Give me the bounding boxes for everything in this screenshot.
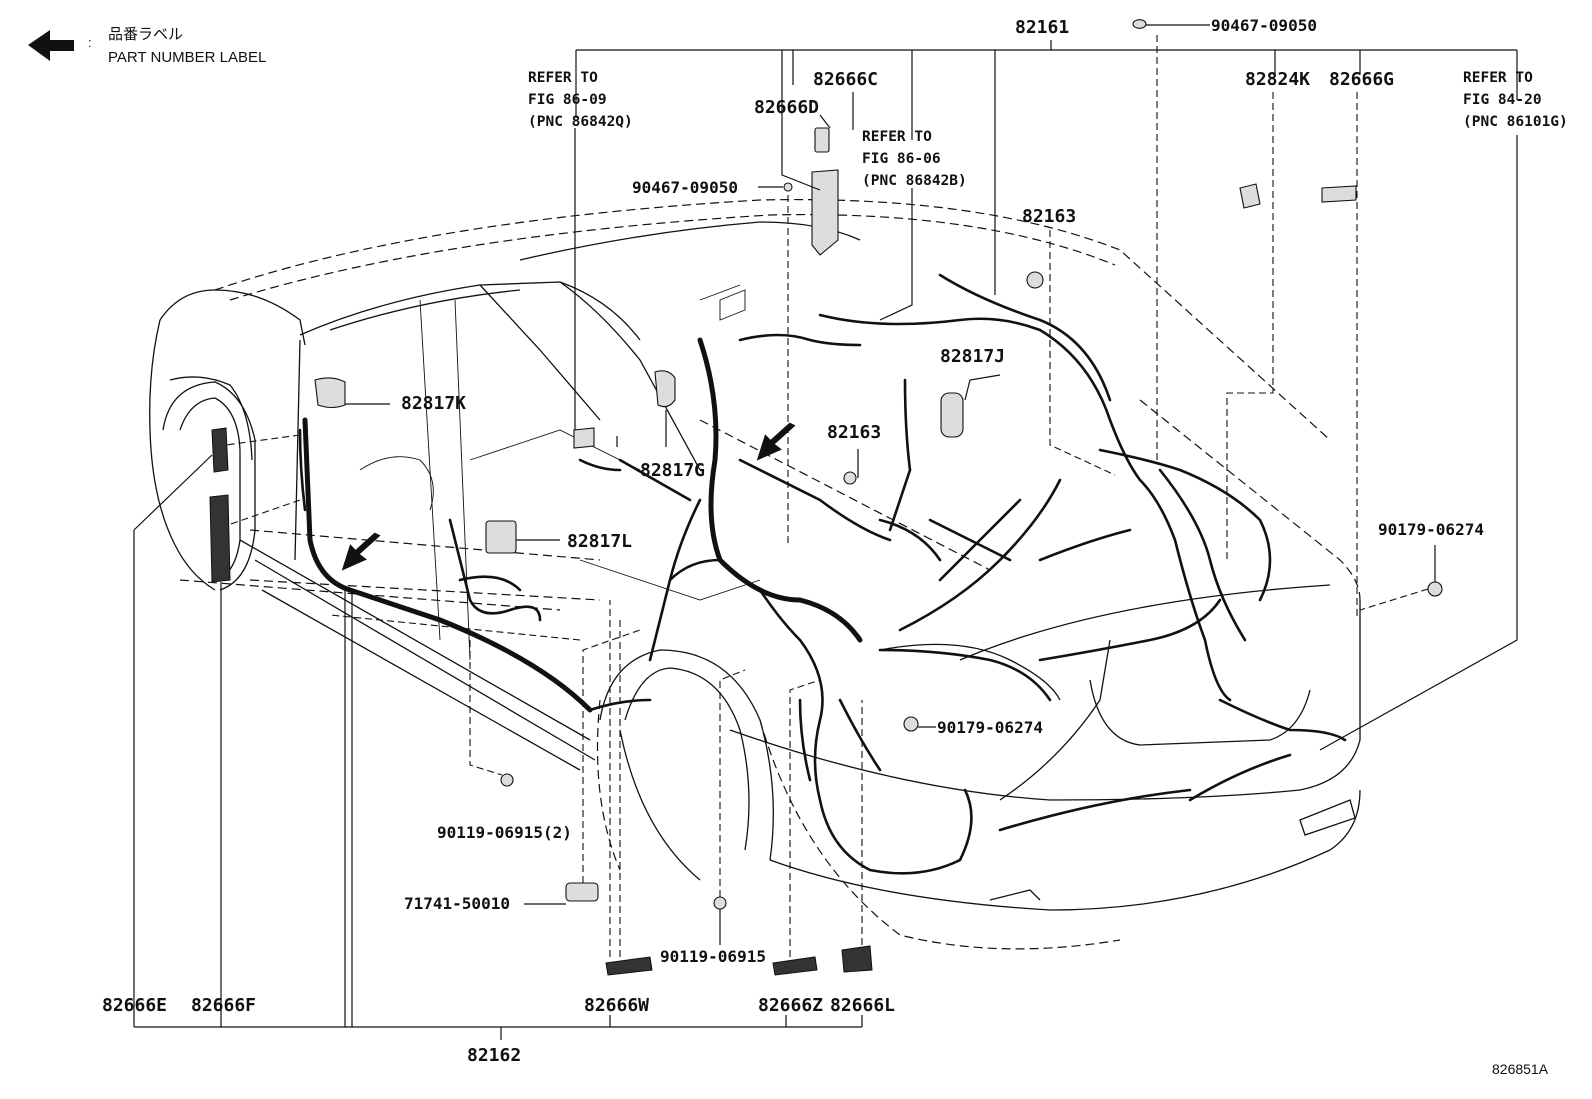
bracket-icon (605, 956, 653, 976)
label-82817G: 82817G (640, 460, 705, 481)
label-82666W: 82666W (584, 995, 649, 1016)
protector-icon (654, 370, 676, 408)
label-82666C: 82666C (813, 69, 878, 90)
pad-icon (565, 882, 599, 902)
svg-text:REFER TO: REFER TO (862, 129, 932, 145)
label-82162: 82162 (467, 1045, 521, 1066)
bracket-icon (211, 427, 229, 473)
junction-block-icon (811, 169, 839, 256)
arrow-down-left-icon (341, 532, 381, 571)
refer-note-left: REFER TO FIG 86-09 (PNC 86842Q) (528, 70, 633, 130)
label-82824K: 82824K (1245, 69, 1310, 90)
svg-text:(PNC 86101G): (PNC 86101G) (1463, 114, 1568, 130)
svg-text:REFER TO: REFER TO (1463, 70, 1533, 86)
label-82817L: 82817L (567, 531, 632, 552)
label-90119-06915-2: 90119-06915(2) (437, 823, 572, 842)
grommet-icon (843, 471, 857, 485)
wire-harness-main-floor (578, 333, 973, 875)
label-82817K: 82817K (401, 393, 466, 414)
label-82163-mid: 82163 (827, 422, 881, 443)
arrow-down-left-icon (756, 422, 796, 461)
svg-text:(PNC 86842B): (PNC 86842B) (862, 173, 967, 189)
legend: : 品番ラベル PART NUMBER LABEL (28, 26, 266, 66)
bracket-icon (841, 945, 873, 973)
part-labels: 82161 90467-09050 82666C 82666D 90467-09… (102, 16, 1484, 1066)
svg-text:(PNC 86842Q): (PNC 86842Q) (528, 114, 633, 130)
connector-icon (814, 127, 830, 153)
legend-label-en: PART NUMBER LABEL (108, 49, 266, 66)
label-71741-50010: 71741-50010 (404, 894, 510, 913)
clip-icon (783, 182, 793, 192)
label-90467-09050-left: 90467-09050 (632, 178, 738, 197)
label-82666Z: 82666Z (758, 995, 823, 1016)
protector-icon (485, 520, 517, 554)
label-90119-06915: 90119-06915 (660, 947, 766, 966)
bracket-icon (209, 494, 231, 583)
label-82161: 82161 (1015, 17, 1069, 38)
protector-icon (314, 377, 346, 409)
label-82666D: 82666D (754, 97, 819, 118)
legend-colon: : (88, 35, 92, 50)
svg-text:FIG 86-09: FIG 86-09 (528, 92, 607, 108)
figure-id: 826851A (1492, 1061, 1549, 1077)
svg-text:REFER TO: REFER TO (528, 70, 598, 86)
label-82817J: 82817J (940, 346, 1005, 367)
label-82666L: 82666L (830, 995, 895, 1016)
car-body (149, 199, 1361, 950)
leader-lines (133, 24, 1518, 1040)
label-82666F: 82666F (191, 995, 256, 1016)
wire-harness-82161 (818, 273, 1347, 832)
label-90179-06274-right: 90179-06274 (1378, 520, 1484, 539)
bracket-icon (1321, 185, 1357, 203)
label-90179-06274-center: 90179-06274 (937, 718, 1043, 737)
label-82666G: 82666G (1329, 69, 1394, 90)
legend-label-jp: 品番ラベル (108, 26, 183, 43)
label-82666E: 82666E (102, 995, 167, 1016)
clip-icon (1132, 19, 1147, 29)
refer-note-center: REFER TO FIG 86-06 (PNC 86842B) (862, 129, 967, 189)
bolt-icon (500, 773, 514, 787)
label-82163-top: 82163 (1022, 206, 1076, 227)
refer-note-right: REFER TO FIG 84-20 (PNC 86101G) (1463, 70, 1568, 130)
connector-icon (1239, 183, 1261, 209)
protector-icon (940, 392, 964, 438)
svg-text:FIG 86-06: FIG 86-06 (862, 151, 941, 167)
arrow-left-icon (28, 30, 74, 61)
nut-icon (903, 716, 919, 732)
part-icons (209, 19, 1443, 976)
protector-icon (573, 427, 595, 449)
label-90467-09050-top: 90467-09050 (1211, 16, 1317, 35)
nut-icon (1427, 581, 1443, 597)
svg-text:FIG 84-20: FIG 84-20 (1463, 92, 1542, 108)
bolt-icon (713, 896, 727, 910)
bracket-icon (772, 956, 818, 976)
grommet-icon (1026, 271, 1044, 289)
